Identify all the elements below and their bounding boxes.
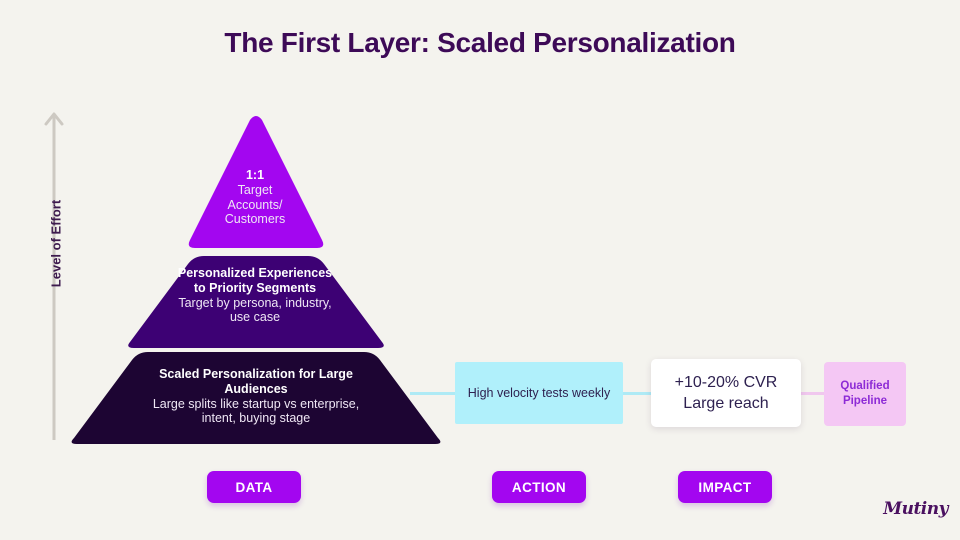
pill-action-label: ACTION: [511, 479, 567, 495]
tier-base-title-line-1: Scaled Personalization for Large: [159, 367, 353, 381]
tier-middle-title-line-1: Personalized Experiences: [177, 266, 333, 280]
connector-action-to-impact: [620, 392, 654, 395]
pyramid-tier-middle-label: Personalized Experiences to Priority Seg…: [128, 266, 382, 325]
impact-box: +10-20% CVR Large reach: [651, 359, 801, 427]
mutiny-logo: Mutiny: [883, 497, 948, 521]
action-box: High velocity tests weekly: [455, 362, 623, 424]
pipeline-box-line-2: Pipeline: [842, 395, 888, 407]
pyramid-chart: [60, 108, 452, 444]
arrow-up-icon: [44, 112, 64, 440]
tier-top-subtitle-line-1: Target: [237, 182, 273, 197]
connector-impact-to-pipeline: [798, 392, 826, 395]
pill-impact[interactable]: IMPACT: [678, 471, 772, 503]
pyramid-tier-base-label: Scaled Personalization for Large Audienc…: [96, 367, 416, 426]
page-title: The First Layer: Scaled Personalization: [224, 27, 736, 58]
tier-middle-subtitle-line-1: Target by persona, industry,: [178, 295, 332, 310]
pill-data[interactable]: DATA: [207, 471, 301, 503]
tier-base-title-line-2: Audiences: [224, 381, 288, 396]
tier-top-subtitle-line-2: Accounts/: [227, 197, 283, 212]
pyramid-tier-top-label: 1:1 Target Accounts/ Customers: [184, 168, 326, 227]
qualified-pipeline-box: Qualified Pipeline: [824, 362, 906, 426]
pill-data-label: DATA: [235, 479, 273, 495]
level-of-effort-axis: Level of Effort: [38, 108, 70, 440]
impact-box-line-2: Large reach: [683, 395, 769, 412]
pyramid-tier-middle-shape: [128, 256, 384, 348]
tier-top-subtitle-line-3: Customers: [224, 212, 286, 227]
pill-impact-label: IMPACT: [698, 479, 752, 495]
tier-top-title: 1:1: [245, 168, 265, 182]
tier-middle-title-line-2: to Priority Segments: [193, 280, 317, 295]
pyramid-tier-base-shape: [71, 352, 441, 444]
pipeline-box-line-1: Qualified: [840, 380, 890, 393]
tier-base-subtitle-line-1: Large splits like startup vs enterprise,: [152, 396, 360, 411]
connector-pyramid-to-action: [410, 392, 456, 395]
mutiny-logo-text: Mutiny: [883, 499, 948, 519]
impact-box-line-1: +10-20% CVR: [674, 373, 778, 391]
pyramid-tier-top-shape: [188, 116, 324, 248]
action-box-label: High velocity tests weekly: [467, 386, 611, 400]
tier-base-subtitle-line-2: intent, buying stage: [201, 411, 311, 426]
pill-action[interactable]: ACTION: [492, 471, 586, 503]
tier-middle-subtitle-line-2: use case: [229, 310, 281, 325]
